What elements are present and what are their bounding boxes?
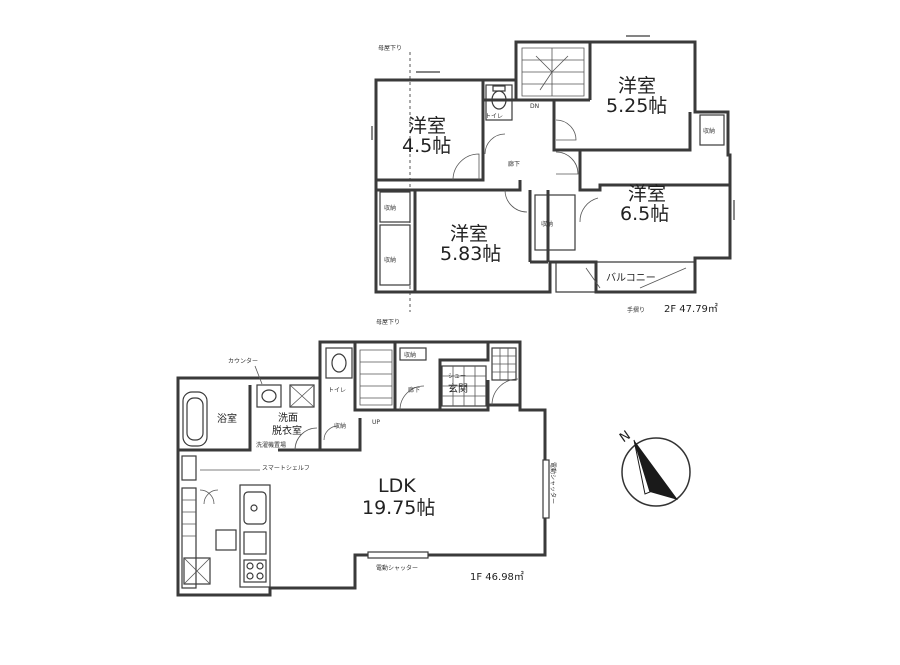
room-5.25-size: 5.25帖 (606, 95, 667, 117)
toilet-1f-label: トイレ (328, 387, 346, 394)
storage-1f-label: 収納 (334, 422, 346, 430)
entrance-label: 玄関 (448, 382, 468, 395)
storage-label-c: 収納 (541, 220, 553, 228)
handrail-note: 手摺り (627, 306, 645, 314)
entrance-door (491, 378, 519, 406)
room-6.5-name: 洋室 (628, 183, 666, 205)
kitchen-fixtures (239, 484, 271, 588)
compass-needle (634, 440, 678, 500)
room-4.5-name: 洋室 (408, 115, 446, 137)
door-5.25 (555, 119, 577, 141)
bathtub (182, 391, 208, 447)
storage-2f (379, 114, 725, 286)
toilet-2f (485, 84, 513, 121)
corridor-1f-label: 廊下 (408, 386, 420, 394)
door-4.5 (452, 153, 480, 181)
first-floor-area: 1F 46.98㎡ (470, 571, 524, 583)
storage-label-b: 収納 (384, 256, 396, 264)
toilet-1f (325, 347, 353, 379)
room-4.5-size: 4.5帖 (402, 135, 451, 157)
toilet-2f-label: トイレ (485, 113, 503, 120)
ldk-size: 19.75帖 (362, 497, 435, 519)
washroom-fixtures (256, 384, 315, 408)
storage-label-a: 収納 (384, 204, 396, 212)
door-6.5 (579, 197, 599, 223)
wall-4.5-room (376, 80, 485, 182)
stairs-2f (521, 47, 585, 97)
compass-north-label: N (617, 428, 634, 446)
room-5.83-name: 洋室 (450, 223, 488, 245)
up-label: UP (372, 419, 380, 426)
second-floor-area: 2F 47.79㎡ (664, 303, 718, 315)
entrance-tiles (441, 347, 517, 407)
door-5.83 (504, 189, 528, 213)
first-floor-plan: 浴室 洗面 脱衣室 洗濯機置場 カウンター トイレ 収納 UP 収納 廊下 シュ (176, 340, 557, 597)
smart-shelf (181, 455, 237, 589)
balcony-outline (555, 261, 696, 293)
bath-label: 浴室 (217, 412, 237, 425)
north-compass: N (617, 428, 691, 507)
room-5.25-name: 洋室 (618, 75, 656, 97)
bottom-shutter-note: 電動シャッター (376, 564, 418, 572)
counter-note: カウンター (228, 357, 258, 365)
washer-note: 洗濯機置場 (256, 441, 286, 449)
shoes-note: シュー (448, 373, 466, 380)
room-5.83-size: 5.83帖 (440, 243, 501, 265)
bottom-shutter (367, 551, 429, 559)
ldk-name: LDK (378, 475, 416, 497)
second-floor-plan: 母屋下り 母屋下り DN トイレ (371, 35, 735, 326)
side-shutter-note: 電動シャッター (549, 462, 557, 504)
stairs-1f (359, 349, 393, 406)
balcony-label: バルコニー (606, 272, 656, 284)
washroom-label: 洗面 (278, 412, 298, 424)
eave-note-top: 母屋下り (378, 45, 402, 52)
corridor-2f-label: 廊下 (508, 160, 520, 168)
storage-1f-label-b: 収納 (404, 351, 416, 359)
first-floor-outer-wall (176, 340, 547, 597)
storage-label-d: 収納 (703, 127, 715, 135)
eave-note-bottom: 母屋下り (376, 319, 400, 326)
down-label: DN (530, 103, 539, 110)
smart-shelf-note: スマートシェルフ (262, 465, 310, 472)
side-shutter (542, 459, 550, 519)
room-6.5-size: 6.5帖 (620, 203, 669, 225)
washroom-label-2: 脱衣室 (272, 424, 302, 437)
